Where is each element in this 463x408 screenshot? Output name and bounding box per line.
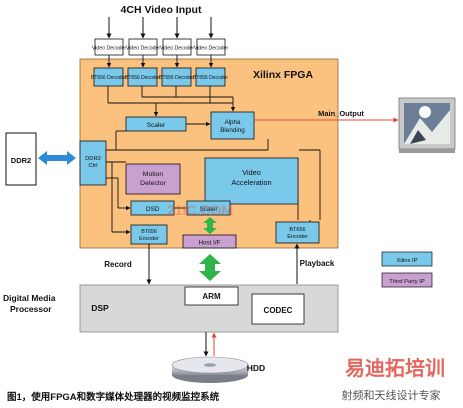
bt656-encoder-left-word-2: Encoder: [139, 236, 159, 242]
video-decoder-label-1: Video Decoder: [92, 46, 126, 52]
hdd-label: HDD: [247, 363, 265, 373]
motion-detector-block: [125, 163, 181, 195]
fpga-dsp-green-arrow: [199, 254, 221, 281]
bt656-decoder-2: [127, 67, 158, 87]
alpha-blending-word-1: Alpha: [224, 119, 241, 126]
hdd-disk: [171, 356, 249, 383]
codec-block: [251, 293, 305, 325]
host-if-block: [182, 234, 237, 249]
bt656-decoder-label-2: BT656 Decoder: [125, 75, 160, 81]
watermark-sub: 射频和天线设计专家: [342, 388, 441, 402]
bt656-encoder-right-block: [275, 221, 320, 244]
bt656-decoder-4: [195, 67, 226, 87]
arm-block: [184, 286, 239, 306]
ddr2-ctrl-word-1: DDR2: [85, 156, 101, 162]
fpga-block: [79, 58, 339, 249]
video-acceleration-word-2: Acceleration: [231, 178, 271, 187]
ddr2-ctrl-word-2: Ctrl: [88, 163, 97, 169]
watermark-brand: 易迪拓培训: [345, 356, 445, 380]
legend-xilinx-ip: [381, 251, 433, 267]
bt656-decoder-1: [93, 67, 124, 87]
codec-label: CODEC: [264, 306, 293, 315]
legend-xilinx-ip-label: Xilinx IP: [397, 258, 418, 264]
video-decoder-label-2: Video Decoder: [126, 46, 160, 52]
monitor-display: [398, 97, 456, 153]
decoder-bt656-arrows: [106, 55, 214, 68]
host-if-label: Host I/F: [198, 240, 220, 247]
arm-label: ARM: [202, 292, 221, 301]
host-if-green-arrow: [203, 217, 217, 234]
figure-caption: 图1，使用FPGA和数字媒体处理器的视频监控系统: [7, 391, 220, 403]
alpha-blending-word-2: Blending: [220, 127, 245, 134]
bt656-decoder-3: [161, 67, 192, 87]
motion-detector-word-2: Detector: [140, 180, 166, 187]
bt656-encoder-right-word-2: Encoder: [287, 234, 308, 240]
legend-third-party-ip-label: Third Party IP: [389, 279, 425, 285]
scaler-small-label: Scaler: [200, 206, 218, 213]
diagram-title: 4CH Video Input: [121, 4, 202, 16]
alpha-blending-block: [210, 111, 255, 140]
bt656-decoder-label-3: BT656 Decoder: [159, 75, 194, 81]
bt656-encoder-left-word-1: BT656: [141, 229, 157, 235]
ddr2-bidirectional-arrow: [38, 151, 76, 165]
video-input-arrows: [106, 17, 214, 39]
dmp-label-line-1: Digital Media: [3, 293, 56, 303]
playback-label: Playback: [300, 259, 335, 268]
main-output-label: Main_Output: [318, 109, 364, 118]
bt656-encoder-right-word-1: BT656: [289, 227, 305, 233]
ddr2-label: DDR2: [11, 156, 31, 165]
watermark-21ic: 21IC.COM: [167, 202, 233, 218]
video-decoder-label-4: Video Decoder: [194, 46, 228, 52]
scaler-small-block: [186, 200, 231, 216]
video-acceleration-block: [204, 157, 299, 205]
osd-label: OSD: [146, 206, 160, 213]
ddr2-block: [5, 132, 37, 186]
bt656-decoder-label-1: BT656 Decoder: [91, 75, 126, 81]
fpga-label: Xilinx FPGA: [253, 69, 314, 81]
motion-detector-word-1: Motion: [143, 171, 164, 178]
video-acceleration-word-1: Video: [242, 168, 261, 177]
video-decoder-label-3: Video Decoder: [160, 46, 194, 52]
dmp-label-line-2: Processor: [10, 304, 52, 314]
decoder-bus-lines: [107, 86, 236, 117]
bt656-decoder-label-4: BT656 Decoder: [193, 75, 228, 81]
video-decoder-row: Video Decoder Video Decoder Video Decode…: [92, 38, 228, 56]
scaler-label: Scaler: [147, 122, 166, 129]
ddr2-ctrl-block: [79, 140, 107, 186]
legend-third-party-ip: [381, 272, 433, 288]
dsp-label: DSP: [91, 303, 109, 313]
record-label: Record: [104, 260, 132, 269]
bt656-decoder-row: BT656 Decoder BT656 Decoder BT656 Decode…: [91, 67, 228, 87]
